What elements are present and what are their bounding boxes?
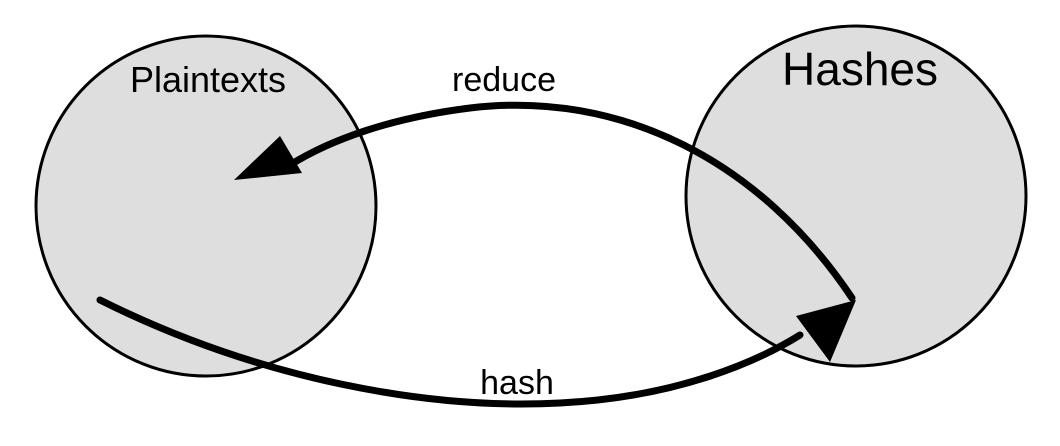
reduce-arrow [286, 101, 856, 302]
reduce-arrowhead [234, 136, 302, 180]
plaintexts-label: Plaintexts [130, 59, 286, 100]
reduce-label: reduce [452, 61, 556, 99]
plaintexts-circle [34, 34, 378, 378]
hash-label: hash [480, 364, 554, 402]
hashes-label: Hashes [782, 43, 938, 95]
hash-arrowhead [796, 300, 856, 362]
hash-arrow [96, 296, 804, 408]
hashes-circle [684, 24, 1028, 368]
